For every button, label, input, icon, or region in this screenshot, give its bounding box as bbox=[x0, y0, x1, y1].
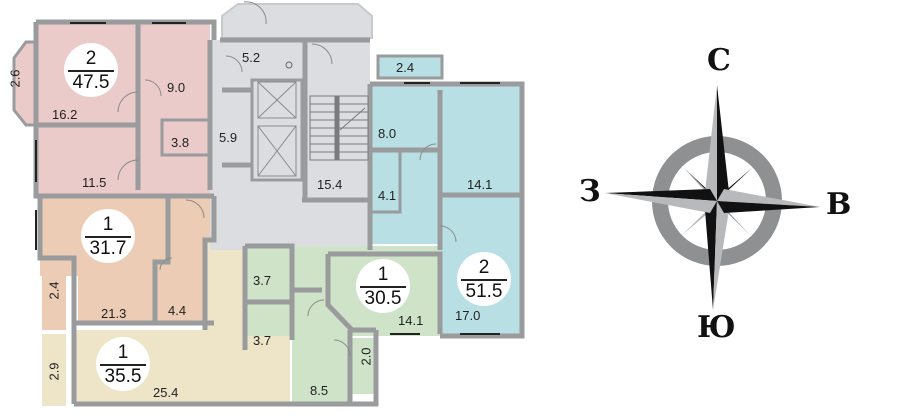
label-blue-balcony: 2.4 bbox=[396, 60, 415, 75]
entry-vestibule bbox=[221, 3, 373, 39]
compass-west-label: З bbox=[579, 174, 601, 209]
label-blue-bath: 4.1 bbox=[378, 188, 397, 203]
compass-south-label: Ю bbox=[697, 310, 736, 345]
common-hall bbox=[210, 40, 370, 250]
badge-divider bbox=[100, 364, 146, 366]
label-peach-bath: 4.4 bbox=[168, 303, 187, 318]
label-pink-kitchen: 9.0 bbox=[167, 80, 186, 95]
label-green-bath: 3.7 bbox=[253, 273, 272, 288]
label-cream-balcony: 2.9 bbox=[46, 362, 62, 381]
room-count: 2 bbox=[85, 48, 97, 69]
apartment-badge-pink: 2 47.5 bbox=[64, 43, 118, 97]
room-count: 1 bbox=[377, 264, 389, 285]
room-count: 1 bbox=[117, 342, 129, 363]
apartment-area: 35.5 bbox=[104, 366, 142, 387]
cream-balcony bbox=[42, 334, 66, 406]
chute-icon bbox=[285, 61, 293, 69]
apartment-badge-peach: 1 31.7 bbox=[81, 209, 135, 263]
label-hall-left: 5.9 bbox=[219, 130, 238, 145]
compass-rose-icon bbox=[605, 85, 820, 310]
apartment-badge-green: 1 30.5 bbox=[356, 259, 410, 313]
label-green-room: 14.1 bbox=[398, 313, 424, 328]
apartment-area: 31.7 bbox=[89, 238, 127, 259]
label-green-kitchen: 8.5 bbox=[310, 383, 329, 398]
green-balcony bbox=[352, 338, 376, 394]
label-peach-room: 21.3 bbox=[101, 306, 127, 321]
label-cream-bath: 3.7 bbox=[253, 333, 272, 348]
label-green-balcony: 2.0 bbox=[358, 347, 374, 366]
label-pink-bedroom: 11.5 bbox=[82, 175, 107, 190]
peach-balcony bbox=[42, 270, 66, 330]
badge-divider bbox=[68, 70, 114, 72]
badge-divider bbox=[461, 279, 507, 281]
apartment-badge-blue: 2 51.5 bbox=[457, 252, 511, 306]
label-pink-balcony: 2.6 bbox=[7, 69, 23, 88]
apartment-area: 51.5 bbox=[465, 281, 503, 302]
label-cream-room: 25.4 bbox=[153, 385, 179, 400]
label-hall-main: 15.4 bbox=[317, 177, 343, 192]
apartment-area: 47.5 bbox=[72, 72, 110, 93]
label-hall-top: 5.2 bbox=[242, 50, 261, 65]
blue-balcony bbox=[376, 54, 444, 80]
label-blue-room1: 14.1 bbox=[467, 177, 493, 192]
room-count: 1 bbox=[102, 214, 114, 235]
apartment-badge-cream: 1 35.5 bbox=[96, 337, 150, 391]
apartment-area: 30.5 bbox=[364, 288, 402, 309]
label-pink-bath: 3.8 bbox=[171, 135, 190, 150]
badge-divider bbox=[360, 286, 406, 288]
label-peach-balcony: 2.4 bbox=[46, 281, 62, 300]
label-pink-living: 16.2 bbox=[52, 107, 78, 122]
label-blue-room2: 17.0 bbox=[455, 308, 481, 323]
label-blue-kitchen: 8.0 bbox=[378, 126, 397, 141]
compass-east-label: В bbox=[826, 187, 852, 222]
compass-north-label: С bbox=[707, 43, 731, 78]
room-count: 2 bbox=[478, 257, 490, 278]
badge-divider bbox=[85, 236, 131, 238]
